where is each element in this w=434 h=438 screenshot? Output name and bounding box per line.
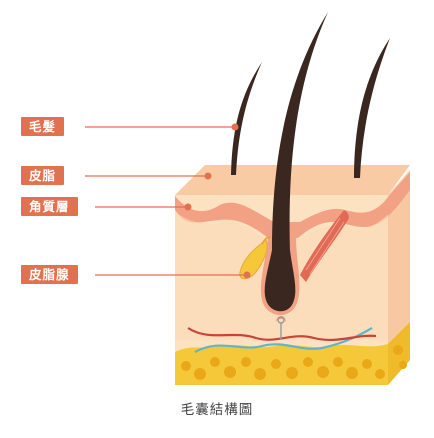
label-hair: 毛髮: [21, 117, 65, 136]
sebaceous-gland: [239, 236, 271, 280]
leader-dot-gland: [243, 271, 251, 279]
skin-side-face: [388, 170, 410, 370]
epidermis-layer: [175, 172, 410, 238]
blood-vessel-vein: [194, 327, 373, 353]
leader-dots: [184, 123, 251, 279]
hair-follicle: [260, 236, 300, 340]
hair-shaft-main: [272, 12, 328, 252]
label-sebaceous-gland: 皮脂腺: [21, 265, 78, 284]
skin-top-face: [175, 165, 410, 195]
label-sebum: 皮脂: [21, 166, 65, 185]
hair-bulb: [264, 250, 296, 312]
leader-dot-sebum: [204, 172, 212, 180]
diagram-caption: 毛囊結構圖: [180, 402, 254, 418]
arrector-pili-muscle: [300, 210, 349, 282]
leader-lines: [85, 126, 247, 276]
fat-layer-front: [175, 344, 388, 385]
blood-vessel-artery: [187, 327, 377, 342]
sebaceous-gland-body: [239, 239, 268, 280]
label-stratum-corneum: 角質層: [21, 197, 78, 216]
leader-dot-hair: [231, 123, 239, 131]
fat-cells: [181, 345, 407, 380]
hair-shaft-left: [231, 62, 262, 175]
subcutaneous-fat: [175, 322, 410, 385]
hair-shaft-right: [354, 38, 390, 178]
leader-dot-stratum: [184, 203, 192, 211]
